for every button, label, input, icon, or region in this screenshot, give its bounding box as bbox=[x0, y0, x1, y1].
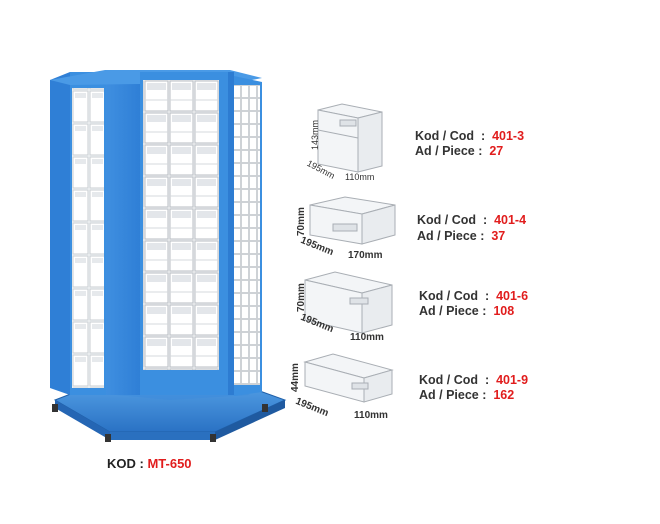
drawer-401-6-width: 110mm bbox=[350, 332, 384, 343]
drawer-401-9-image bbox=[303, 353, 394, 403]
drawer-401-4-width: 170mm bbox=[348, 250, 383, 261]
drawer-401-9-height: 44mm bbox=[290, 363, 301, 392]
cabinet-right-face bbox=[228, 72, 262, 396]
drawer-401-6-image bbox=[304, 271, 393, 334]
piece-label: Ad / Piece bbox=[417, 229, 477, 243]
code-value: 401-6 bbox=[496, 289, 529, 303]
drawer-401-3-image bbox=[317, 103, 383, 173]
drawer-401-4-image bbox=[309, 196, 396, 245]
drawer-401-9-width: 110mm bbox=[354, 410, 388, 421]
piece-value: 37 bbox=[491, 229, 506, 243]
code-value: 401-9 bbox=[496, 373, 529, 387]
drawer-401-3-height: 143mm bbox=[310, 119, 320, 150]
cabinet-left-post bbox=[106, 72, 140, 395]
code-value: 401-3 bbox=[492, 129, 525, 143]
piece-label: Ad / Piece bbox=[419, 304, 479, 318]
model-code-value: MT-650 bbox=[147, 456, 192, 471]
code-label: Kod / Cod bbox=[419, 289, 479, 303]
model-code: KOD : MT-650 bbox=[107, 456, 192, 471]
piece-label: Ad / Piece bbox=[415, 144, 475, 158]
code-value: 401-4 bbox=[494, 213, 527, 227]
cabinet-left-face bbox=[50, 72, 106, 395]
drawer-401-3-width: 110mm bbox=[345, 172, 375, 182]
piece-value: 162 bbox=[493, 388, 515, 402]
piece-value: 108 bbox=[493, 304, 515, 318]
drawer-401-6-height: 70mm bbox=[296, 283, 307, 312]
model-code-label: KOD : bbox=[107, 456, 144, 471]
piece-label: Ad / Piece bbox=[419, 388, 479, 402]
code-label: Kod / Cod bbox=[419, 373, 479, 387]
piece-value: 27 bbox=[489, 144, 504, 158]
code-label: Kod / Cod bbox=[417, 213, 477, 227]
drawer-401-4-height: 70mm bbox=[296, 207, 307, 236]
code-label: Kod / Cod bbox=[415, 129, 475, 143]
cabinet-center-face bbox=[140, 72, 228, 395]
